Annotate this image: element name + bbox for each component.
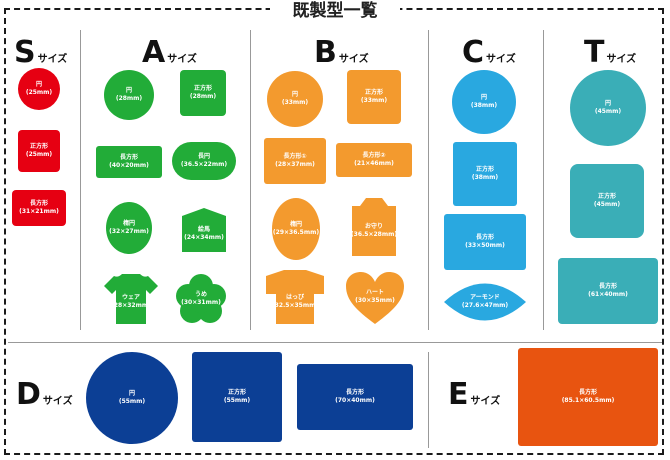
ema-shape [182, 208, 226, 252]
heart-shape [346, 272, 404, 324]
shape-b-rectangle-1: 長方形①(28×37mm) [264, 138, 326, 184]
shape-b-happi: はっぴ(32.5×35mm) [264, 268, 326, 326]
size-suffix: サイズ [470, 396, 501, 407]
shape-t-rectangle: 長方形(61×40mm) [558, 258, 658, 324]
size-letter: E [448, 377, 469, 412]
size-suffix: サイズ [486, 54, 516, 65]
size-suffix: サイズ [606, 54, 637, 65]
shape-c-square: 正方形(38mm) [453, 142, 517, 206]
shape-d-square: 正方形(55mm) [192, 352, 282, 442]
shape-s-circle: 円(25mm) [18, 68, 60, 110]
omamori-shape [352, 198, 396, 256]
size-letter: T [584, 35, 605, 70]
happi-shape [266, 270, 324, 324]
shape-b-circle: 円(33mm) [267, 71, 323, 127]
wear-shape [104, 274, 158, 324]
shape-b-heart: ハート(30×35mm) [344, 270, 406, 326]
shape-b-ellipse: 楕円(29×36.5mm) [272, 198, 320, 260]
divider [250, 30, 251, 330]
divider [543, 30, 544, 330]
divider [428, 352, 429, 448]
shape-a-rectangle: 長方形(40×20mm) [96, 146, 162, 178]
shape-b-square: 正方形(33mm) [347, 70, 401, 124]
divider [8, 342, 662, 343]
shape-a-ellipse: 楕円(32×27mm) [106, 202, 152, 254]
shape-e-rectangle: 長方形(85.1×60.5mm) [518, 348, 658, 446]
shape-a-ume: うめ(30×31mm) [176, 274, 226, 324]
shape-d-rectangle: 長方形(70×40mm) [297, 364, 413, 430]
size-letter: C [462, 35, 485, 70]
size-letter: A [142, 35, 166, 70]
shape-c-circle: 円(38mm) [452, 70, 516, 134]
size-suffix: サイズ [167, 54, 197, 65]
size-letter: D [16, 377, 41, 412]
size-letter: S [14, 35, 36, 70]
shape-s-square: 正方形(25mm) [18, 130, 60, 172]
size-suffix: サイズ [37, 54, 68, 65]
shape-d-circle: 円(55mm) [86, 352, 178, 444]
size-letter: B [314, 35, 337, 70]
ume-shape [176, 274, 226, 323]
divider [80, 30, 81, 330]
shape-c-almond: アーモンド(27.6×47mm) [442, 279, 528, 325]
shape-c-rectangle: 長方形(33×50mm) [444, 214, 526, 270]
divider [428, 30, 429, 330]
shape-b-rectangle-2: 長方形②(21×46mm) [336, 143, 412, 177]
size-suffix: サイズ [42, 396, 73, 407]
shape-a-wear: ウェア(28×32mm) [104, 272, 158, 326]
shape-a-square: 正方形(28mm) [180, 70, 226, 116]
size-suffix: サイズ [338, 54, 369, 65]
almond-shape [444, 283, 526, 321]
shape-a-oblong: 長円(36.5×22mm) [172, 142, 236, 180]
shape-a-ema: 絵馬(24×34mm) [174, 206, 234, 254]
shape-a-circle: 円(28mm) [104, 70, 154, 120]
shape-b-omamori: お守り(36.5×28mm) [350, 196, 398, 258]
shape-t-square: 正方形(45mm) [570, 164, 644, 238]
page-title: 既製型一覧 [270, 0, 400, 22]
shape-s-rectangle: 長方形(31×21mm) [12, 190, 66, 226]
shape-t-circle: 円(45mm) [570, 70, 646, 146]
